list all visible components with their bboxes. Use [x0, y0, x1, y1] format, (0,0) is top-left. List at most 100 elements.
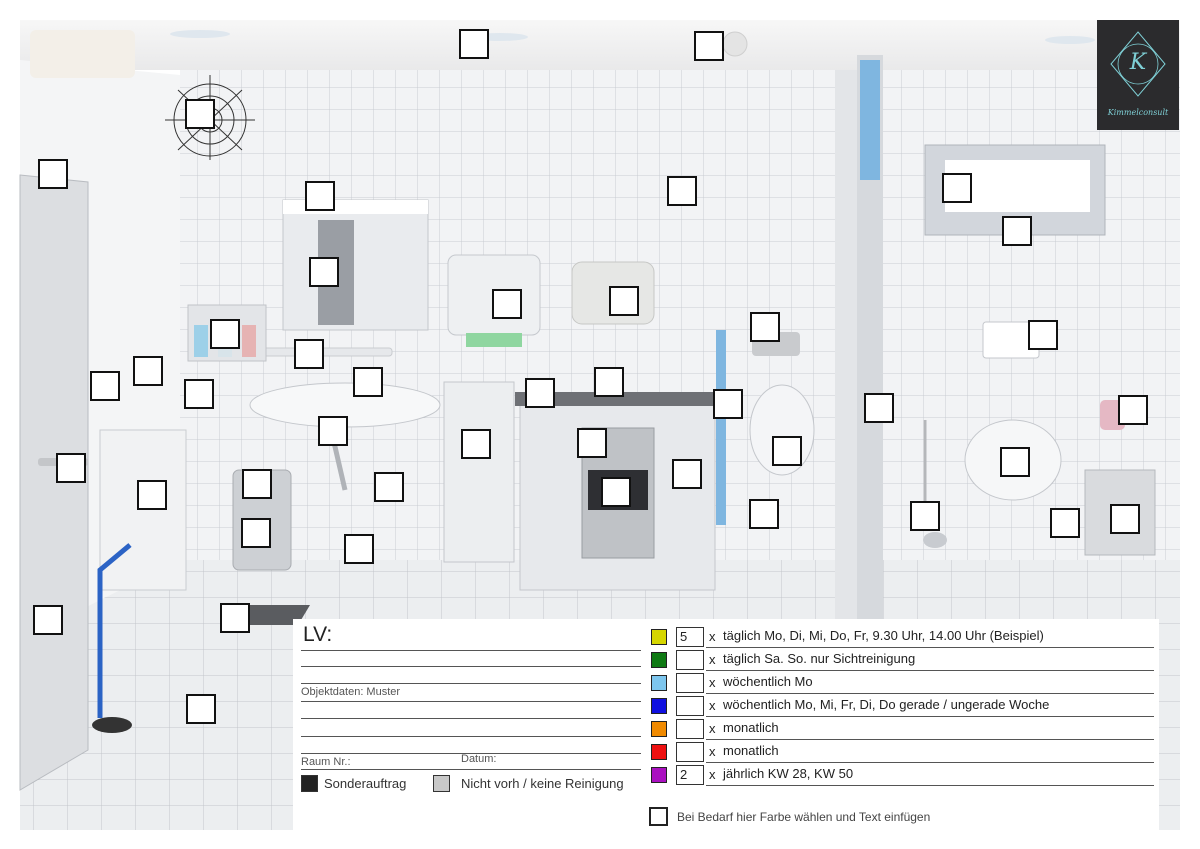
checkbox-door-bottom[interactable] [33, 605, 63, 635]
checkbox-urinal-divider[interactable] [713, 389, 743, 419]
kimmelconsult-logo: K Kimmelconsult [1097, 20, 1179, 130]
frequency-count-input[interactable] [676, 650, 704, 670]
frequency-description: wöchentlich Mo, Mi, Fr, Di, Do gerade / … [723, 697, 1050, 712]
checkbox-urinal[interactable] [772, 436, 802, 466]
checkbox-partition[interactable] [864, 393, 894, 423]
frequency-color-swatch[interactable] [651, 698, 667, 714]
frequency-color-swatch[interactable] [651, 721, 667, 737]
frequency-row-line [706, 785, 1154, 786]
checkbox-faucet[interactable] [353, 367, 383, 397]
checkbox-light-switch[interactable] [90, 371, 120, 401]
frequency-row-line [706, 670, 1154, 671]
logo-diamond-icon [1110, 31, 1166, 97]
checkbox-waste-bin-inside[interactable] [601, 477, 631, 507]
obj-line-4 [301, 753, 641, 754]
frequency-x-mark: x [709, 767, 716, 782]
obj-line-3 [301, 736, 641, 737]
checkbox-towel-dispenser[interactable] [492, 289, 522, 319]
checkbox-sink-top[interactable] [594, 367, 624, 397]
frequency-row-line [706, 647, 1154, 648]
frequency-description: wöchentlich Mo [723, 674, 813, 689]
frequency-description: täglich Sa. So. nur Sichtreinigung [723, 651, 916, 666]
frequency-x-mark: x [709, 698, 716, 713]
objektdaten-label: Objektdaten: Muster [301, 686, 401, 698]
checkbox-wc-seat[interactable] [1000, 447, 1030, 477]
checkbox-wc-flush-plate[interactable] [1028, 320, 1058, 350]
checkbox-toilet-paper[interactable] [1118, 395, 1148, 425]
checkbox-sink-bowl[interactable] [318, 416, 348, 446]
checkbox-door-top[interactable] [38, 159, 68, 189]
obj-line-2 [301, 718, 641, 719]
frequency-x-mark: x [709, 675, 716, 690]
frequency-count-input[interactable] [676, 673, 704, 693]
frequency-row-line [706, 693, 1154, 694]
frequency-count-input[interactable]: 5 [676, 627, 704, 647]
checkbox-door-handle[interactable] [56, 453, 86, 483]
checkbox-wc-floor[interactable] [1050, 508, 1080, 538]
frequency-count-input[interactable] [676, 742, 704, 762]
checkbox-spider-web[interactable] [185, 99, 215, 129]
legend-label-nicht-vorhanden: Nicht vorh / keine Reinigung [461, 776, 624, 791]
frequency-description: jährlich KW 28, KW 50 [723, 766, 854, 781]
checkbox-ceiling-vent[interactable] [694, 31, 724, 61]
frequency-x-mark: x [709, 652, 716, 667]
checkbox-hook-left[interactable] [133, 356, 163, 386]
frequency-row-line [706, 739, 1154, 740]
checkbox-skirting[interactable] [344, 534, 374, 564]
checkbox-ceiling-light[interactable] [459, 29, 489, 59]
frequency-description: täglich Mo, Di, Mi, Do, Fr, 9.30 Uhr, 14… [723, 628, 1044, 643]
checkbox-siphon[interactable] [374, 472, 404, 502]
checkbox-window-sill[interactable] [1002, 216, 1032, 246]
checkbox-bin-body[interactable] [241, 518, 271, 548]
checkbox-cabinet-inside[interactable] [309, 257, 339, 287]
frequency-count-input[interactable] [676, 696, 704, 716]
frequency-row-line [706, 716, 1154, 717]
checkbox-window[interactable] [942, 173, 972, 203]
checkbox-tall-unit[interactable] [461, 429, 491, 459]
legend-swatch-sonderauftrag [301, 775, 318, 792]
checkbox-waste-flap[interactable] [577, 428, 607, 458]
checkbox-counter-front[interactable] [672, 459, 702, 489]
checkbox-urinal-flush[interactable] [750, 312, 780, 342]
frequency-description: monatlich [723, 720, 779, 735]
logo-name: Kimmelconsult [1107, 108, 1169, 117]
checkbox-urinal-floor[interactable] [749, 499, 779, 529]
checkbox-hand-dryer[interactable] [609, 286, 639, 316]
frequency-x-mark: x [709, 744, 716, 759]
checkbox-soap-dispenser[interactable] [210, 319, 240, 349]
cleaning-plan-form: LV: Objektdaten: Muster Raum Nr.: Datum:… [293, 619, 1159, 830]
checkbox-wall-tiles[interactable] [667, 176, 697, 206]
frequency-row-line [706, 762, 1154, 763]
frequency-x-mark: x [709, 629, 716, 644]
frequency-color-swatch[interactable] [651, 675, 667, 691]
frequency-count-input[interactable]: 2 [676, 765, 704, 785]
checkbox-wc-brush[interactable] [910, 501, 940, 531]
checkbox-floor[interactable] [186, 694, 216, 724]
custom-hint-text: Bei Bedarf hier Farbe wählen und Text ei… [677, 810, 931, 824]
checkbox-hygiene-bin[interactable] [1110, 504, 1140, 534]
checkbox-shelf[interactable] [294, 339, 324, 369]
frequency-color-swatch[interactable] [651, 744, 667, 760]
checkbox-wall-socket[interactable] [184, 379, 214, 409]
raum-line [301, 769, 641, 770]
legend-swatch-nicht-vorhanden [433, 775, 450, 792]
custom-color-checkbox[interactable] [649, 807, 668, 826]
obj-line-1 [301, 701, 641, 702]
checkbox-radiator[interactable] [137, 480, 167, 510]
frequency-color-swatch[interactable] [651, 652, 667, 668]
raum-label: Raum Nr.: [301, 756, 351, 768]
lv-line-3 [301, 683, 641, 684]
logo-mark: K [1129, 50, 1147, 75]
checkbox-floor-drain[interactable] [220, 603, 250, 633]
checkbox-bin-lid[interactable] [242, 469, 272, 499]
legend-label-sonderauftrag: Sonderauftrag [324, 776, 407, 791]
datum-label: Datum: [461, 753, 497, 765]
frequency-description: monatlich [723, 743, 779, 758]
lv-line-1 [301, 650, 641, 651]
checkbox-mirror-cabinet[interactable] [305, 181, 335, 211]
frequency-color-swatch[interactable] [651, 767, 667, 783]
frequency-color-swatch[interactable] [651, 629, 667, 645]
checkbox-counter-left[interactable] [525, 378, 555, 408]
frequency-count-input[interactable] [676, 719, 704, 739]
lv-label: LV: [303, 623, 333, 646]
